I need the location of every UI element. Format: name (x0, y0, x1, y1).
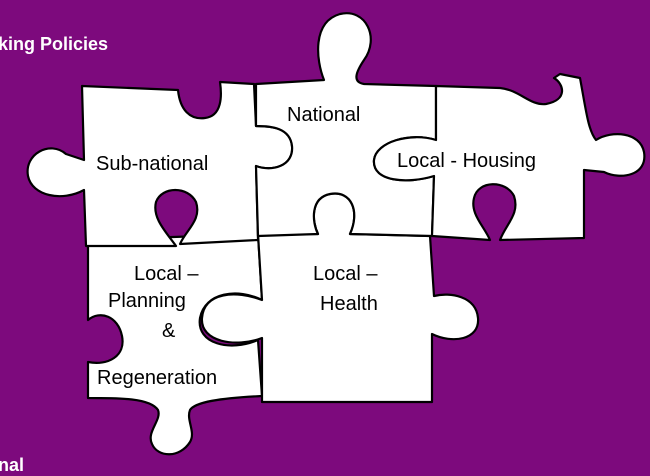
puzzle-piece-sub-national (26, 80, 294, 248)
label-national: National (287, 104, 361, 126)
health-line-1: Local – (313, 263, 378, 285)
slide-footer-text: nal (0, 455, 25, 475)
label-local-housing: Local - Housing (397, 150, 536, 172)
planning-line-2: Planning (108, 290, 186, 312)
planning-line-4: Regeneration (97, 367, 218, 389)
puzzle-piece-planning (86, 232, 264, 456)
puzzle-piece-local-housing (372, 72, 646, 242)
label-sub-national: Sub-national (96, 153, 209, 175)
health-line-2: Health (320, 293, 378, 315)
slide-heading: king Policies (0, 34, 109, 54)
planning-line-3: & (162, 320, 176, 342)
planning-line-1: Local – (134, 263, 199, 285)
